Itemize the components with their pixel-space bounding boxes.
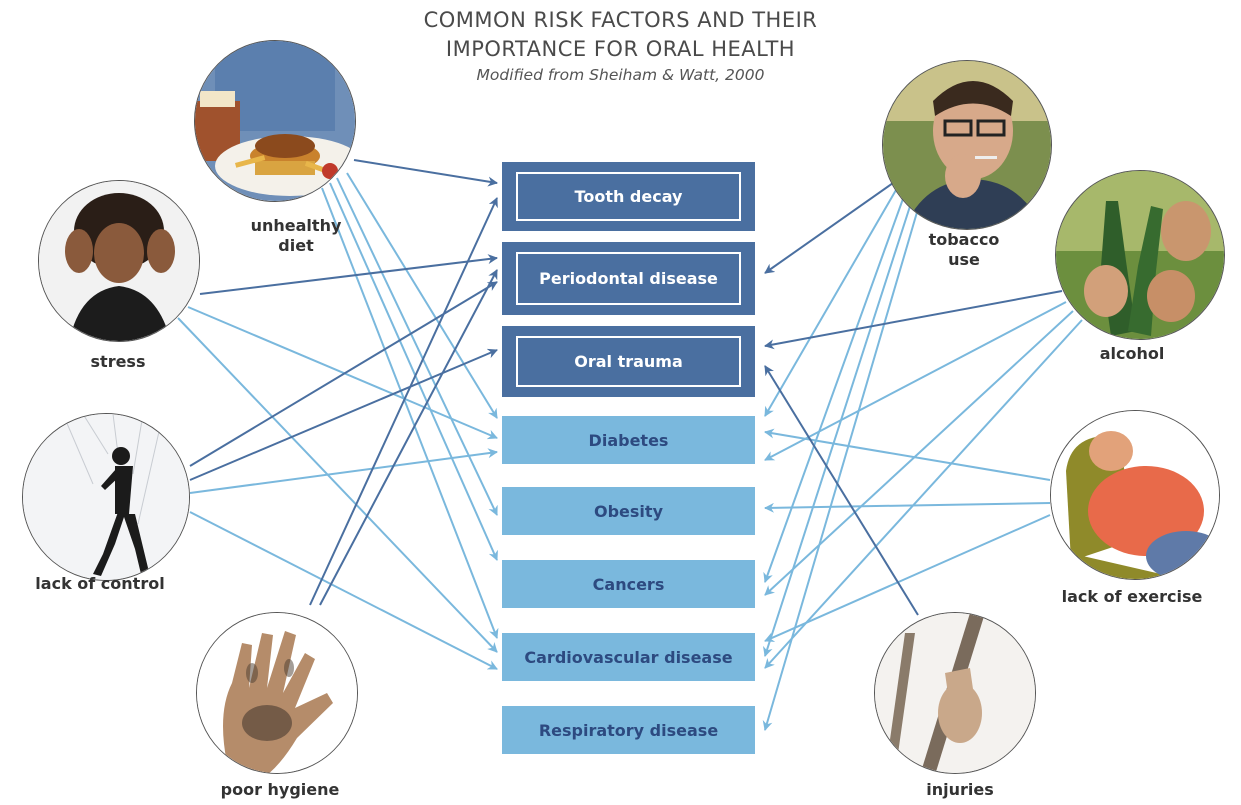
injuries-photo-icon bbox=[874, 612, 1036, 774]
arrow-tobacco-respiratory bbox=[762, 201, 921, 731]
lack-of-exercise-photo-icon bbox=[1050, 410, 1220, 580]
arrow-diet-tooth-decay bbox=[353, 159, 498, 187]
arrow-diet-cancers bbox=[329, 182, 498, 561]
arrow-exercise-obesity bbox=[764, 502, 1051, 513]
label-stress: stress bbox=[90, 352, 146, 371]
unhealthy-diet-photo-icon bbox=[194, 40, 356, 202]
alcohol-photo-icon bbox=[1055, 170, 1225, 340]
label-tobacco-use-line1: tobacco bbox=[928, 230, 1000, 249]
arrow-exercise-cardio bbox=[764, 514, 1051, 642]
label-unhealthy-diet-line2: diet bbox=[278, 236, 314, 255]
arrow-exercise-diabetes bbox=[764, 428, 1051, 481]
arrow-control-diabetes bbox=[189, 448, 498, 494]
arrow-tobacco-cancers bbox=[763, 195, 905, 583]
arrow-hygiene-tooth-decay bbox=[309, 197, 498, 606]
outcome-cancers: Cancers bbox=[502, 560, 755, 608]
arrow-control-cardio bbox=[189, 511, 498, 670]
arrow-tobacco-periodontal bbox=[764, 182, 894, 274]
tobacco-use-photo-icon bbox=[882, 60, 1052, 230]
title-line-2: IMPORTANCE FOR ORAL HEALTH bbox=[445, 37, 796, 61]
arrow-tobacco-cardio bbox=[763, 199, 913, 657]
label-poor-hygiene: poor hygiene bbox=[220, 780, 340, 799]
label-unhealthy-diet-line1: unhealthy bbox=[250, 216, 342, 235]
poor-hygiene-photo-icon bbox=[196, 612, 358, 774]
outcome-diabetes: Diabetes bbox=[502, 416, 755, 464]
arrow-stress-diabetes bbox=[187, 306, 498, 440]
arrow-alcohol-cancers bbox=[764, 310, 1074, 596]
arrow-control-periodontal bbox=[189, 281, 498, 467]
outcome-oral-trauma-label: Oral trauma bbox=[516, 336, 741, 387]
arrow-alcohol-cardio bbox=[764, 319, 1083, 669]
arrow-diet-cardio bbox=[321, 187, 499, 639]
arrow-diet-obesity bbox=[336, 177, 498, 516]
outcome-respiratory-disease: Respiratory disease bbox=[502, 706, 755, 754]
label-injuries: injuries bbox=[926, 780, 994, 799]
outcome-tooth-decay-label: Tooth decay bbox=[516, 172, 741, 221]
stress-photo-icon bbox=[38, 180, 200, 342]
label-tobacco-use: tobacco use bbox=[929, 230, 1000, 270]
arrow-diet-diabetes bbox=[346, 172, 498, 419]
label-tobacco-use-line2: use bbox=[948, 250, 980, 269]
label-alcohol: alcohol bbox=[1099, 344, 1165, 363]
diagram-title-block: COMMON RISK FACTORS AND THEIR IMPORTANCE… bbox=[0, 6, 1241, 86]
outcome-tooth-decay: Tooth decay bbox=[502, 162, 755, 231]
subtitle: Modified from Sheiham & Watt, 2000 bbox=[476, 66, 765, 84]
outcome-cardiovascular-disease: Cardiovascular disease bbox=[502, 633, 755, 681]
label-lack-of-exercise: lack of exercise bbox=[1061, 587, 1203, 606]
arrow-alcohol-oral-trauma bbox=[764, 290, 1063, 350]
title-line-1: COMMON RISK FACTORS AND THEIR bbox=[423, 8, 818, 32]
label-lack-of-control: lack of control bbox=[35, 574, 165, 593]
arrow-hygiene-periodontal bbox=[319, 269, 498, 606]
outcome-periodontal-disease-label: Periodontal disease bbox=[516, 252, 741, 305]
label-unhealthy-diet: unhealthy diet bbox=[251, 216, 342, 256]
arrow-control-oral-trauma bbox=[189, 348, 498, 481]
arrow-alcohol-diabetes bbox=[764, 301, 1067, 461]
lack-of-control-photo-icon bbox=[22, 413, 190, 581]
outcome-obesity: Obesity bbox=[502, 487, 755, 535]
arrow-stress-periodontal bbox=[199, 254, 498, 295]
arrow-stress-cardio bbox=[177, 317, 498, 653]
arrow-injuries-oral-trauma bbox=[764, 365, 919, 616]
outcome-periodontal-disease: Periodontal disease bbox=[502, 242, 755, 315]
outcome-oral-trauma: Oral trauma bbox=[502, 326, 755, 397]
arrow-tobacco-diabetes bbox=[764, 189, 897, 417]
